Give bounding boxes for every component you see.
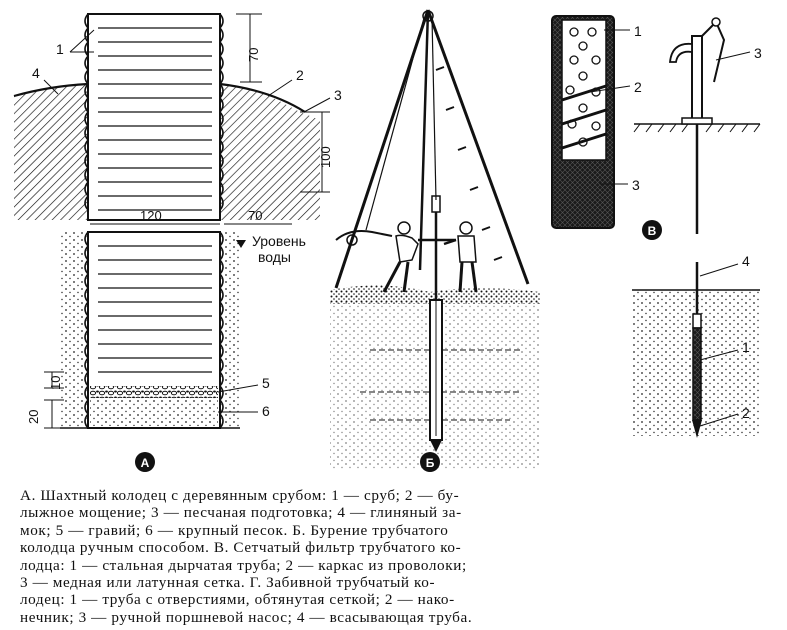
caption-line: лодца: 1 — стальная дырчатая труба; 2 — … [20,556,467,574]
drive-tip [692,420,702,438]
label-a-1: 1 [56,41,64,57]
tripod-leg-left [334,9,430,289]
label-a-2: 2 [296,67,304,83]
label-v-2: 2 [634,79,642,95]
panel-v-filter: 1 2 3 В [551,15,662,240]
water-level-marker [236,240,246,248]
dim-depth-100: 100 [318,146,333,168]
dim-ring-70: 70 [248,208,262,223]
label-g-1: 1 [742,339,750,355]
tripod-leg-right [426,9,530,285]
caption-line: мок; 5 — гравий; 6 — крупный песок. Б. Б… [20,521,449,539]
log-rows-lower [98,245,212,373]
water-level-label-2: воды [258,249,291,265]
panel-b-letter: Б [426,456,435,470]
panel-a-letter: А [141,456,150,470]
pump-spout [669,42,693,63]
water-level-label-1: Уровень [252,233,306,249]
gravel-layer [90,386,218,398]
mesh-pipe [692,327,702,421]
wire-frame [561,84,607,150]
tripod-leg-back [418,9,430,271]
figure-caption: А. Шахтный колодец с деревянным срубом: … [20,487,620,626]
worker-left [382,221,419,293]
clay-lock-right [220,84,320,220]
pump-body [691,35,703,121]
pump-handle [701,20,726,83]
label-g-4: 4 [742,253,750,269]
soil-left-lower [60,232,88,428]
caption-line: лодец: 1 — труба с отверстиями, обтянута… [20,591,455,609]
panel-v-letter: В [648,224,657,238]
log-frame-upper [87,13,221,221]
caption-line: нечник; 3 — ручной поршневой насос; 4 — … [20,608,473,626]
sand-layer [90,398,218,426]
dim-gravel-10: 10 [48,376,63,390]
panel-b-badge [420,452,440,472]
label-a-4: 4 [32,65,40,81]
label-v-3: 3 [632,177,640,193]
caption-line: А. Шахтный колодец с деревянным срубом: … [20,487,460,504]
label-g-2: 2 [742,405,750,421]
panel-a-badge [135,452,155,472]
label-g-3: 3 [754,45,762,61]
dim-sand-20: 20 [26,410,41,424]
log-rows-upper [98,27,212,211]
label-v-1: 1 [634,23,642,39]
caption-line: колодца ручным способом. В. Сетчатый фил… [20,539,462,557]
worker-right [443,221,478,293]
label-a-6: 6 [262,403,270,419]
caption-line: 3 — медная или латунная сетка. Г. Забивн… [20,574,436,592]
caption-line: лыжное мощение; 3 — песчаная подготовка;… [20,504,462,522]
label-a-3: 3 [334,87,342,103]
pipe-holes [565,27,601,147]
soil-right-lower [220,232,240,428]
clay-lock-left [14,82,88,220]
dim-top-70: 70 [246,48,261,62]
panel-b-drilling: Б [330,9,540,472]
label-a-5: 5 [262,375,270,391]
panel-v-badge [642,220,662,240]
panel-g-driven-well: 3 4 1 2 [632,17,762,438]
dim-width-120: 120 [140,208,162,223]
panel-a-shaft-well: 1 2 3 4 5 6 70 100 120 70 10 20 Уровень … [13,13,342,472]
figure-illustrations: 1 2 3 4 5 6 70 100 120 70 10 20 Уровень … [13,9,762,472]
